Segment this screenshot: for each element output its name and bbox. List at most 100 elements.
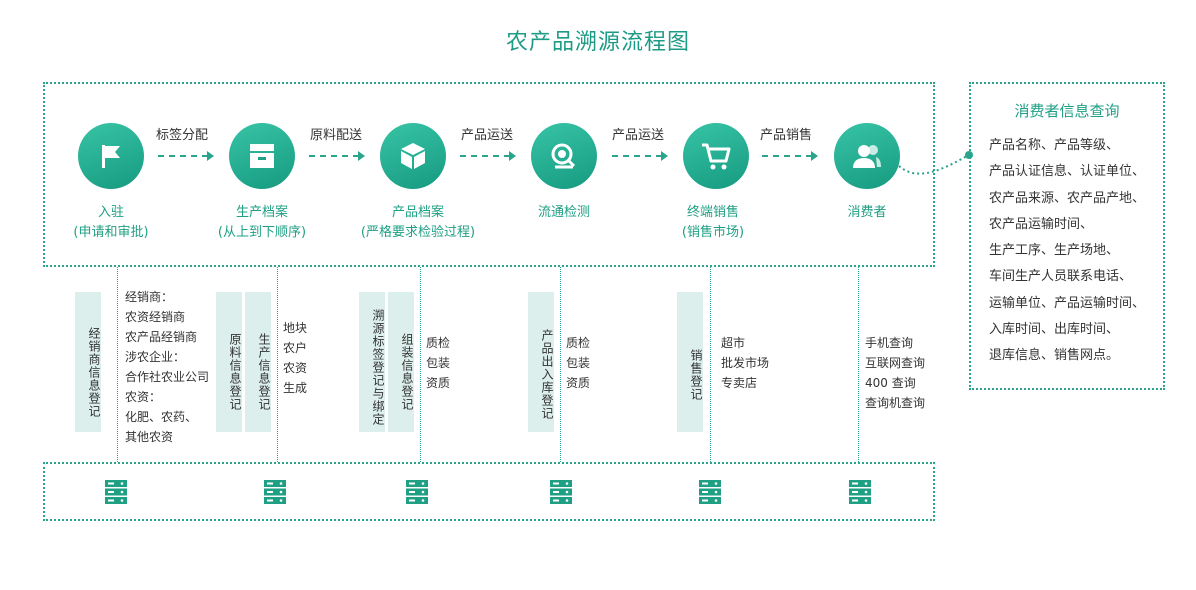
list-item: 生成 [283,381,308,395]
list-item: 农资 [283,361,308,375]
list-item: 超市 [721,336,746,350]
list-item: 产品认证信息、认证单位、 [989,164,1146,180]
column-divider [420,267,421,462]
list-item: 生产工序、生产场地、 [989,243,1120,259]
circulation-info-list: 质检 包装 资质 [566,333,590,393]
server-icon [849,480,871,504]
stage-terminal-sales[interactable] [683,123,749,189]
dealer-info-list: 经销商： 农资经销商 农产品经销商 涉农企业： 合作社农业公司 农资： 化肥、农… [125,287,209,447]
stage-title: 流通检测 [537,205,590,220]
stage-label-production-file: 生产档案 (从上到下顺序) [182,203,342,243]
flow-arrow [158,151,214,161]
consumer-query-box [969,82,1165,390]
server-box [43,462,935,521]
list-item: 农产品经销商 [125,330,198,344]
column-divider [277,267,278,462]
page-title: 农产品溯源流程图 [505,30,690,55]
tag-sales-registration: 销售登记 [677,292,703,432]
flow-arrow [612,151,668,161]
column-divider [710,267,711,462]
arrow-label-tag-allocation: 标签分配 [156,128,209,143]
flow-box [43,82,935,267]
stage-label-circulation-check: 流通检测 [484,203,644,223]
list-item: 资质 [566,376,591,390]
stage-title: 产品档案 [391,205,444,220]
list-item: 退库信息、销售网点。 [989,348,1120,364]
list-item: 其他农资 [125,430,174,444]
stage-production-file[interactable] [229,123,295,189]
stage-title: 终端销售 [686,205,739,220]
list-item: 包装 [566,356,591,370]
list-item: 合作社农业公司 [125,370,210,384]
archive-box-icon [250,144,274,168]
list-item: 产品名称、产品等级、 [989,138,1120,153]
tag-production-registration: 生产信息登记 [245,292,271,432]
stage-consumer[interactable] [834,123,900,189]
stage-label-terminal-sales: 终端销售 (销售市场) [633,203,793,243]
arrow-label-product-sales: 产品销售 [760,128,813,143]
list-item: 农产品运输时间、 [989,216,1094,232]
list-item: 经销商： [125,290,174,304]
sales-channel-list: 超市 批发市场 专卖店 [721,333,769,393]
arrow-label-product-transport: 产品运送 [461,128,514,143]
list-item: 农产品来源、农产品产地、 [989,190,1146,206]
list-item: 质检 [426,336,451,350]
list-item: 批发市场 [721,356,770,370]
production-info-list: 地块 农户 农资 生成 [283,318,307,398]
stage-title: 生产档案 [235,205,288,220]
consumer-query-list: 产品名称、产品等级、 产品认证信息、认证单位、 农产品来源、农产品产地、 农产品… [989,133,1164,370]
list-item: 农户 [283,341,308,355]
list-item: 地块 [283,321,308,335]
consumer-query-title: 消费者信息查询 [1014,102,1120,120]
flag-icon [102,145,120,168]
arrow-label-material-delivery: 原料配送 [310,128,363,143]
list-item: 互联网查询 [865,356,926,370]
magnifier-icon [551,143,576,169]
flow-arrow [309,151,365,161]
column-divider [560,267,561,462]
list-item: 手机查询 [865,336,914,350]
stage-subtitle: (销售市场) [681,225,745,240]
list-item: 农资经销商 [125,310,186,324]
list-item: 400 查询 [865,376,916,390]
list-item: 资质 [426,376,451,390]
stage-circulation-check[interactable] [531,123,597,189]
tag-dealer-registration: 经销商信息登记 [75,292,101,432]
stage-subtitle: (申请和审批) [73,225,149,240]
product-info-list: 质检 包装 资质 [426,333,450,393]
list-item: 化肥、农药、 [125,410,198,424]
list-item: 包装 [426,356,451,370]
stage-subtitle: (严格要求检验过程) [360,225,476,240]
stage-enroll[interactable] [78,123,144,189]
stage-label-enroll: 入驻 (申请和审批) [31,203,191,243]
package-box-icon [401,143,425,169]
tag-assembly-registration: 组装信息登记 [388,292,414,432]
list-item: 车间生产人员联系电话、 [989,269,1133,285]
flow-arrow [460,151,516,161]
stage-title: 入驻 [97,205,124,220]
users-icon [853,145,881,168]
stage-product-file[interactable] [380,123,446,189]
consumer-connector [898,151,973,175]
server-icon [699,480,721,504]
column-divider [858,267,859,462]
tag-label-binding: 溯源标签登记与绑定 [359,292,385,432]
list-item: 查询机查询 [865,396,926,410]
stage-label-consumer: 消费者 [787,203,947,223]
stage-title: 消费者 [847,205,887,220]
list-item: 运输单位、产品运输时间、 [989,295,1146,311]
column-divider [117,267,118,462]
query-method-list: 手机查询 互联网查询 400 查询 查询机查询 [865,333,925,413]
stage-label-product-file: 产品档案 (严格要求检验过程) [338,203,498,243]
server-icon [550,480,572,504]
tag-warehouse-registration: 产品出入库登记 [528,292,554,432]
stage-subtitle: (从上到下顺序) [217,225,307,240]
server-icon [406,480,428,504]
list-item: 入库时间、出库时间、 [989,322,1120,338]
list-item: 涉农企业： [125,350,186,364]
server-icon [105,480,127,504]
list-item: 质检 [566,336,591,350]
arrow-label-product-transport-2: 产品运送 [612,128,665,143]
flow-arrow [762,151,818,161]
tag-material-registration: 原料信息登记 [216,292,242,432]
